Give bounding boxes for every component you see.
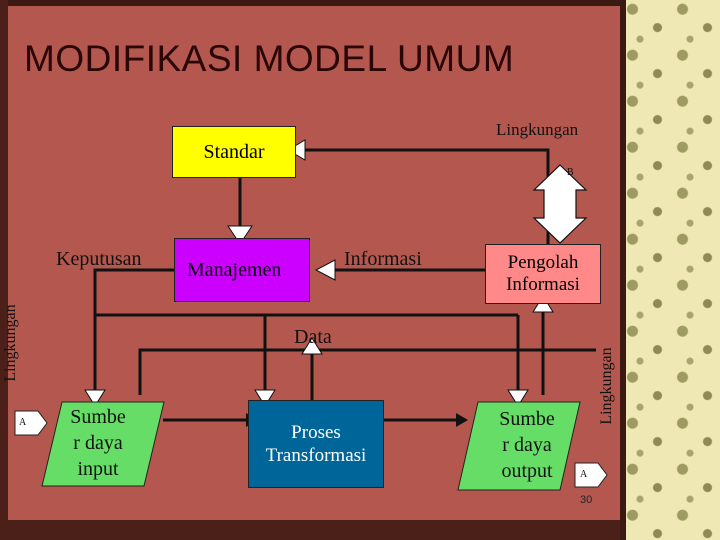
connector-a-left-shape [14,410,48,436]
sumber-daya-output-shape [457,401,581,491]
standar-label: Standar [203,140,265,163]
proses-transformasi-label: Proses Transformasi [265,422,367,466]
arrow-keputusan [93,268,180,392]
arrow-pengolah-to-standar [300,148,550,244]
sumber-daya-input-label: Sumbe r daya input [70,406,126,480]
side-panel-edge [620,0,626,540]
data-label: Data [294,326,332,348]
frame-bottom [0,520,620,540]
lingkungan-top-label: Lingkungan [496,120,579,139]
page-number: 30 [580,494,593,506]
pengolah-informasi-box: Pengolah Informasi [485,244,601,304]
double-arrow-b [532,164,588,244]
manajemen-box: Manajemen [174,238,310,302]
standar-box: Standar [172,126,296,178]
slide-title: MODIFIKASI MODEL UMUM [24,38,515,79]
sumber-daya-input-shape [41,401,165,487]
connector-a-right-label: A [580,469,588,480]
decorative-side-panel [620,0,720,540]
keputusan-label: Keputusan [56,248,142,270]
frame-left [0,0,8,540]
frame-top [0,0,720,6]
lingkungan-right-label: Lingkungan [598,347,615,425]
lingkungan-left-label: Lingkungan [2,304,19,382]
manajemen-label: Manajemen [187,258,282,281]
informasi-label: Informasi [344,248,422,270]
sumber-daya-output-label: Sumbe r daya output [499,408,555,482]
connector-a-right-shape [574,462,608,488]
connector-b-label: B [567,167,574,178]
environment-right-line [138,348,596,395]
proses-transformasi-box: Proses Transformasi [248,400,384,488]
connector-a-left-label: A [19,417,27,428]
pengolah-informasi-label: Pengolah Informasi [506,252,580,295]
